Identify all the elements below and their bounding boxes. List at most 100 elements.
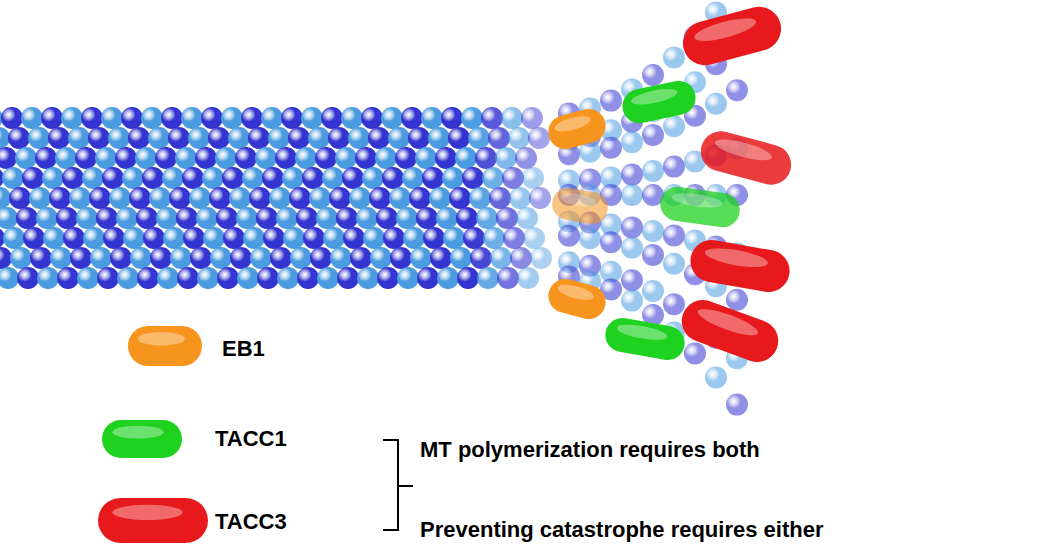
tubulin-subunit bbox=[363, 227, 385, 249]
tubulin-subunit bbox=[41, 107, 63, 129]
protein-blob bbox=[678, 2, 786, 70]
tubulin-subunit bbox=[463, 227, 485, 249]
tubulin-subunit bbox=[469, 187, 491, 209]
tubulin-subunit bbox=[726, 79, 748, 101]
tubulin-subunit bbox=[423, 227, 445, 249]
tubulin-subunit bbox=[503, 227, 525, 249]
tubulin-subunit bbox=[277, 267, 299, 289]
tubulin-subunit bbox=[9, 187, 31, 209]
protein-blob bbox=[545, 275, 610, 323]
protein-blob bbox=[603, 315, 688, 362]
tubulin-subunit bbox=[217, 267, 239, 289]
tubulin-subunit bbox=[141, 107, 163, 129]
tubulin-subunit bbox=[157, 267, 179, 289]
tubulin-subunit bbox=[417, 267, 439, 289]
tubulin-subunit bbox=[705, 366, 727, 388]
tubulin-subunit bbox=[475, 147, 497, 169]
tubulin-subunit bbox=[181, 107, 203, 129]
tubulin-subunit bbox=[408, 127, 430, 149]
tubulin-subunit bbox=[490, 247, 512, 269]
tubulin-subunit bbox=[302, 167, 324, 189]
tubulin-subunit bbox=[196, 207, 218, 229]
tubulin-subunit bbox=[269, 187, 291, 209]
tubulin-subunit bbox=[129, 187, 151, 209]
tubulin-subunit bbox=[169, 187, 191, 209]
tubulin-subunit bbox=[429, 187, 451, 209]
tubulin-subunit bbox=[95, 147, 117, 169]
tubulin-subunit bbox=[508, 127, 530, 149]
tubulin-subunit bbox=[642, 220, 664, 242]
tubulin-subunit bbox=[35, 147, 57, 169]
tubulin-subunit bbox=[442, 167, 464, 189]
tubulin-subunit bbox=[142, 167, 164, 189]
tubulin-subunit bbox=[235, 147, 257, 169]
tubulin-subunit bbox=[663, 46, 685, 68]
tubulin-subunit bbox=[103, 227, 125, 249]
tubulin-subunit bbox=[348, 127, 370, 149]
tubulin-subunit bbox=[448, 127, 470, 149]
tubulin-subunit bbox=[621, 131, 643, 153]
tubulin-subunit bbox=[130, 247, 152, 269]
tubulin-subunit bbox=[341, 107, 363, 129]
tubulin-subunit bbox=[76, 207, 98, 229]
tubulin-subunit bbox=[0, 207, 18, 229]
tubulin-subunit bbox=[521, 107, 543, 129]
tubulin-subunit bbox=[470, 247, 492, 269]
tubulin-subunit bbox=[268, 127, 290, 149]
tubulin-subunit bbox=[705, 93, 727, 115]
tubulin-subunit bbox=[642, 160, 664, 182]
tubulin-subunit bbox=[243, 227, 265, 249]
tubulin-subunit bbox=[368, 127, 390, 149]
tubulin-subunit bbox=[242, 167, 264, 189]
tubulin-subunit bbox=[481, 107, 503, 129]
tubulin-subunit bbox=[89, 187, 111, 209]
tubulin-subunit bbox=[357, 267, 379, 289]
tubulin-subunit bbox=[621, 216, 643, 238]
bracket bbox=[383, 440, 413, 530]
tubulin-subunit bbox=[377, 267, 399, 289]
tubulin-subunit bbox=[110, 247, 132, 269]
tubulin-subunit bbox=[256, 207, 278, 229]
tubulin-subunit bbox=[390, 247, 412, 269]
tubulin-subunit bbox=[168, 127, 190, 149]
tubulin-subunit bbox=[1, 107, 23, 129]
tubulin-subunit bbox=[288, 127, 310, 149]
tubulin-subunit bbox=[97, 267, 119, 289]
tubulin-subunit bbox=[501, 107, 523, 129]
tubulin-subunit bbox=[161, 107, 183, 129]
tubulin-subunit bbox=[228, 127, 250, 149]
tubulin-subunit bbox=[516, 207, 538, 229]
tubulin-subunit bbox=[477, 267, 499, 289]
tubulin-subunit bbox=[177, 267, 199, 289]
tubulin-subunit bbox=[149, 187, 171, 209]
legend-swatch bbox=[128, 326, 202, 366]
tubulin-subunit bbox=[29, 187, 51, 209]
tubulin-subunit bbox=[36, 207, 58, 229]
tubulin-subunit bbox=[188, 127, 210, 149]
tubulin-subunit bbox=[496, 207, 518, 229]
tubulin-subunit bbox=[322, 167, 344, 189]
tubulin-subunit bbox=[528, 127, 550, 149]
tubulin-subunit bbox=[502, 167, 524, 189]
tubulin-subunit bbox=[162, 167, 184, 189]
tubulin-subunit bbox=[349, 187, 371, 209]
tubulin-subunit bbox=[116, 207, 138, 229]
tubulin-subunit bbox=[183, 227, 205, 249]
tubulin-subunit bbox=[642, 64, 664, 86]
tubulin-subunit bbox=[295, 147, 317, 169]
legend-swatch bbox=[98, 498, 208, 543]
tubulin-subunit bbox=[221, 107, 243, 129]
tubulin-subunit bbox=[355, 147, 377, 169]
tubulin-subunit bbox=[441, 107, 463, 129]
tubulin-subunit bbox=[415, 147, 437, 169]
tubulin-subunit bbox=[250, 247, 272, 269]
tubulin-subunit bbox=[210, 247, 232, 269]
tubulin-subunit bbox=[642, 124, 664, 146]
tubulin-subunit bbox=[422, 167, 444, 189]
tubulin-subunit bbox=[317, 267, 339, 289]
tubulin-subunit bbox=[156, 207, 178, 229]
tubulin-subunit bbox=[449, 187, 471, 209]
tubulin-subunit bbox=[323, 227, 345, 249]
tubulin-subunit bbox=[321, 107, 343, 129]
